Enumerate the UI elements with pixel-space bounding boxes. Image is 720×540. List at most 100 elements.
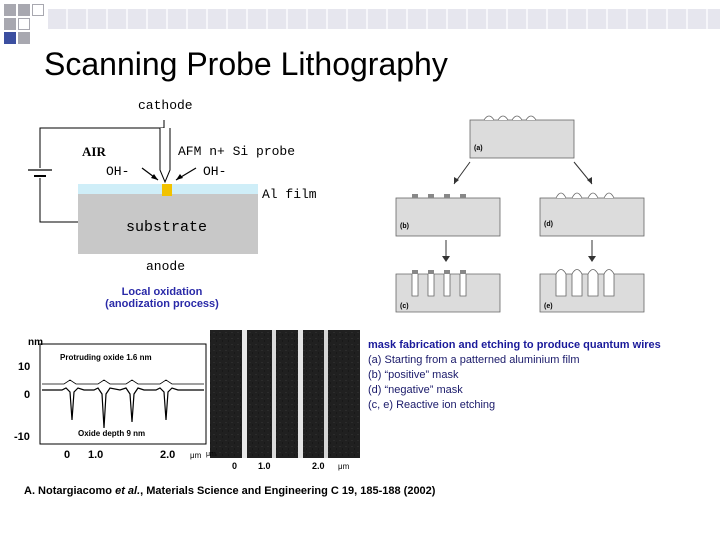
x-tick-label: 0 <box>232 461 237 471</box>
step-e-etched <box>539 273 645 313</box>
air-label: AIR <box>82 144 106 159</box>
profile-trace-2 <box>42 379 204 385</box>
step-c-label: (c) <box>400 303 409 310</box>
post <box>428 194 434 198</box>
oh-left-label: OH- <box>106 164 130 179</box>
slide-title: Scanning Probe Lithography <box>44 46 448 82</box>
step-a-film-bumps <box>483 115 537 121</box>
step-d-substrate <box>539 197 645 237</box>
bump <box>603 192 615 199</box>
step-c-etched <box>395 273 501 313</box>
decor-square <box>18 4 30 16</box>
decor-square <box>32 4 44 16</box>
step-a-label: (a) <box>474 145 483 152</box>
decor-square <box>18 18 30 30</box>
y-unit-label: nm <box>28 337 43 348</box>
post <box>412 194 418 198</box>
arrowhead-b-c <box>442 256 450 262</box>
decor-square <box>18 32 30 44</box>
bump <box>525 115 537 121</box>
cap <box>428 270 434 274</box>
caption-line-1: Local oxidation <box>121 286 203 298</box>
y-tick-label: -10 <box>14 431 30 443</box>
citation: A. Notargiacomo et al., Materials Scienc… <box>24 485 435 497</box>
x-tick-label: 1.0 <box>88 449 103 461</box>
anode-label: anode <box>146 259 186 274</box>
decor-bar <box>48 9 720 29</box>
citation-etal: et al. <box>115 485 141 497</box>
citation-authors: A. Notargiacomo <box>24 485 116 497</box>
probe-label: AFM n+ Si probe <box>178 144 296 159</box>
al-film-label: Al film <box>262 187 317 202</box>
arrowhead-a-d <box>587 177 592 184</box>
afm-probe <box>159 128 171 184</box>
substrate-label: substrate <box>126 219 208 236</box>
arrowhead-right <box>176 174 183 180</box>
anodization-schematic: cathode AIR AFM n+ Si probe OH- OH- Al f… <box>0 92 340 322</box>
step-b-posts <box>412 194 466 198</box>
bump <box>587 269 599 275</box>
bump <box>555 192 567 199</box>
plot-frame <box>39 343 207 445</box>
x-tick-label: 1.0 <box>258 461 271 471</box>
oxide-line <box>324 330 328 458</box>
circuit-svg <box>28 120 258 254</box>
process-description: mask fabrication and etching to produce … <box>368 338 661 413</box>
bump <box>571 269 583 275</box>
caption-line-2: (anodization process) <box>105 298 219 310</box>
citation-source: , Materials Science and Engineering C 19… <box>140 485 436 497</box>
description-line: (c, e) Reactive ion etching <box>368 399 496 411</box>
description-line: (a) Starting from a patterned aluminium … <box>368 354 580 366</box>
decor-square <box>4 18 16 30</box>
step-e-label: (e) <box>544 303 553 310</box>
afm-noise <box>210 330 360 458</box>
cap <box>444 270 450 274</box>
substrate-block <box>78 194 258 254</box>
cap <box>412 270 418 274</box>
bump <box>511 115 523 121</box>
oxide-depth-label: Oxide depth 9 nm <box>78 429 145 438</box>
arrowhead-d-e <box>588 256 596 262</box>
bump <box>587 192 599 199</box>
step-c-caps <box>412 270 466 274</box>
step-d-bumps <box>555 192 615 199</box>
x-tick-label: 2.0 <box>312 461 325 471</box>
step-b-label: (b) <box>400 223 409 230</box>
oxide-spot <box>162 184 172 196</box>
decor-square <box>4 32 16 44</box>
bump <box>603 269 615 275</box>
cap <box>460 270 466 274</box>
cathode-label: cathode <box>138 98 193 113</box>
afm-image: μm 0 1.0 2.0 μm <box>206 330 360 471</box>
bump <box>483 115 495 121</box>
x-tick-label: 2.0 <box>160 449 175 461</box>
description-line: (d) “negative” mask <box>368 384 463 396</box>
description-heading: mask fabrication and etching to produce … <box>368 339 661 351</box>
x-unit-label: μm <box>190 451 202 460</box>
bump <box>497 115 509 121</box>
arrowhead-left <box>151 174 158 180</box>
bump <box>571 192 583 199</box>
arrowhead-a-b <box>454 177 459 184</box>
post <box>444 194 450 198</box>
y-tick-label: 10 <box>18 361 30 373</box>
oxide-line <box>242 330 247 458</box>
bump <box>555 269 567 275</box>
step-d-label: (d) <box>544 221 553 228</box>
height-profile-plot: nm 10 0 -10 Protruding oxide 1.6 nm Oxid… <box>14 337 207 461</box>
oxide-line <box>298 330 303 458</box>
step-b-substrate <box>395 197 501 237</box>
step-e-bumps <box>555 269 615 275</box>
wire-bottom <box>39 178 78 223</box>
step-a-substrate <box>469 119 575 159</box>
decor-square <box>4 4 16 16</box>
x-unit-label: μm <box>338 462 350 471</box>
protruding-oxide-label: Protruding oxide 1.6 nm <box>60 353 152 362</box>
oh-right-label: OH- <box>203 164 227 179</box>
y-tick-label: 0 <box>24 389 30 401</box>
post <box>460 194 466 198</box>
profile-trace <box>42 387 204 429</box>
x-tick-label: 0 <box>64 449 70 461</box>
process-diagram: (a) (b) (d) (c) (e) <box>395 115 645 313</box>
description-line: (b) “positive” mask <box>368 369 459 381</box>
